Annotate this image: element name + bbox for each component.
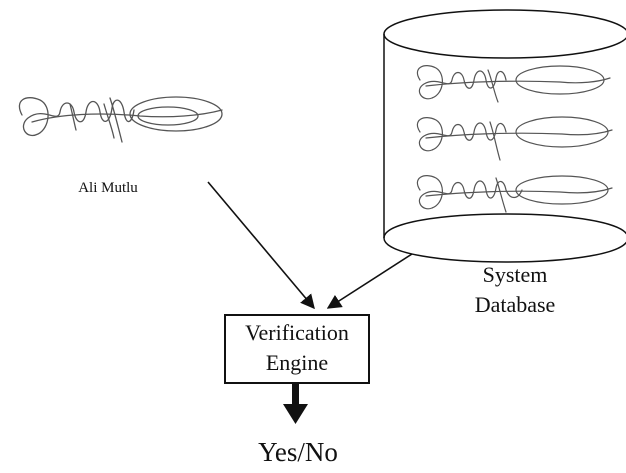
verification-engine-box (224, 314, 370, 384)
engine-label-line1: Verification (245, 320, 349, 345)
database-to-engine-arrow (326, 253, 413, 309)
database-label: System Database (440, 260, 590, 320)
engine-to-output-arrow (283, 384, 308, 424)
verification-engine-label: Verification Engine (226, 318, 368, 378)
signer-name-label: Ali Mutlu (78, 180, 138, 196)
database-label-line1: System (482, 262, 548, 287)
database-label-line2: Database (474, 292, 556, 317)
engine-label-line2: Engine (265, 350, 329, 375)
input-to-engine-arrow (207, 181, 315, 310)
database-cylinder (383, 9, 626, 263)
stored-signature-3 (416, 175, 613, 213)
input-signature (18, 96, 223, 143)
stored-signature-2 (416, 116, 613, 161)
stored-signature-1 (416, 65, 611, 103)
result-label: Yes/No (258, 437, 338, 467)
